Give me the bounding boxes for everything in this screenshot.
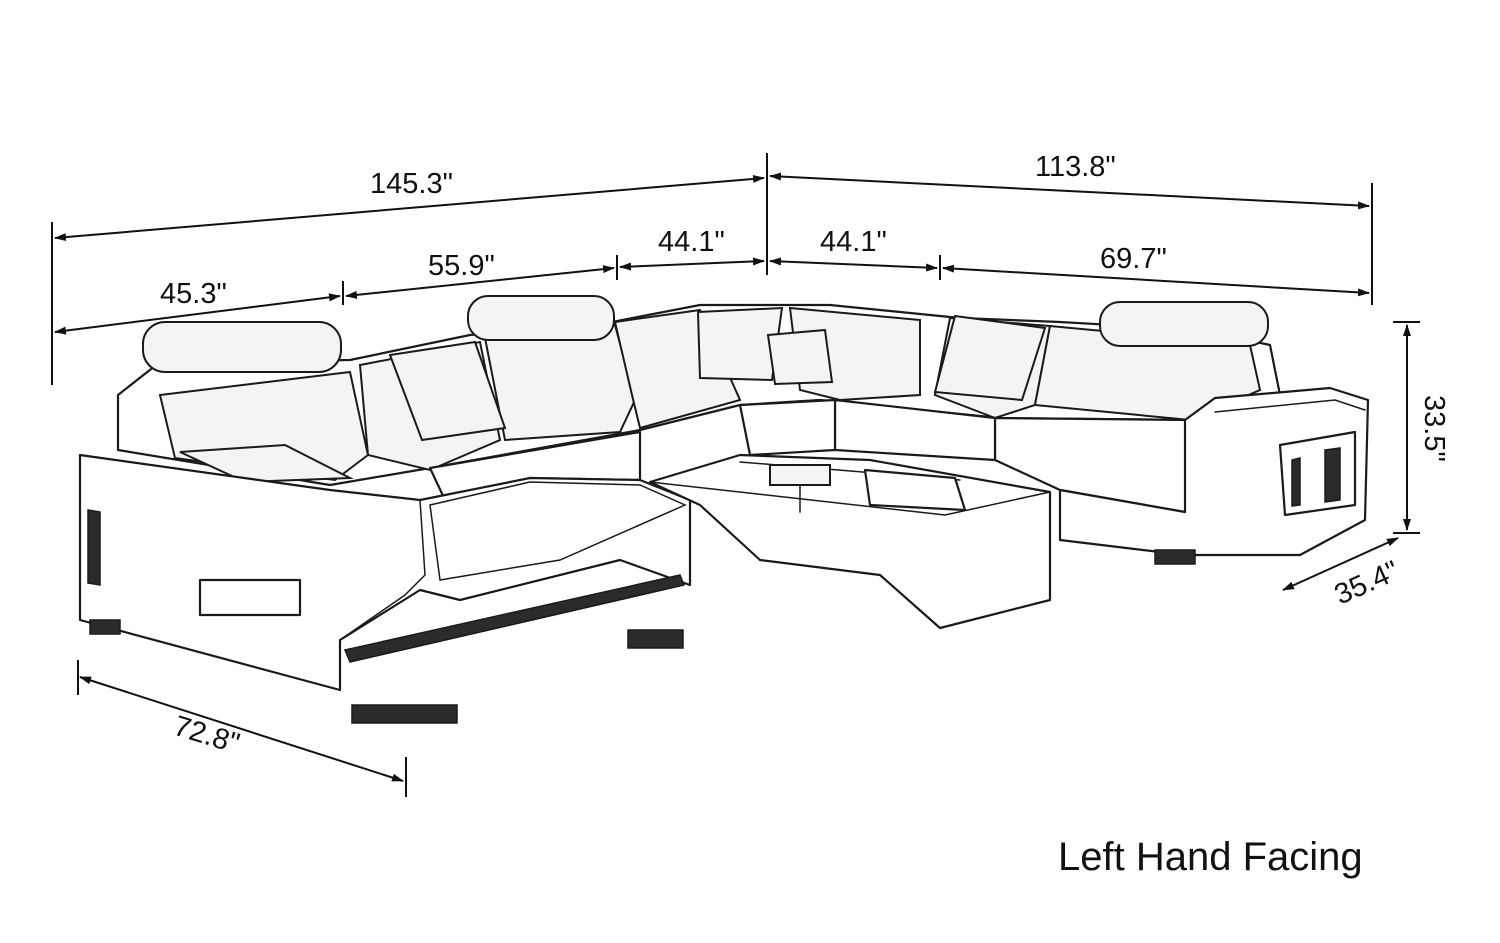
label-seg-right: 69.7": [1100, 243, 1167, 275]
label-overall-left: 145.3": [370, 168, 453, 200]
dim-arrow-chaise-length: [79, 676, 404, 782]
caption-left-hand-facing: Left Hand Facing: [1058, 835, 1363, 879]
coffee-table: [648, 453, 1052, 630]
right-end-shelf-item: [1291, 457, 1301, 507]
dim-arrow-seg-chaise: [54, 293, 341, 335]
chaise-foot-3: [89, 619, 121, 635]
chaise-cushion-line: [429, 481, 687, 581]
pillow-3: [766, 328, 834, 386]
headrest-3: [1099, 301, 1269, 347]
label-seg-chaise: 45.3": [160, 278, 227, 310]
label-overall-right: 113.8": [1035, 151, 1116, 183]
chaise-side-slot: [87, 509, 101, 586]
chaise-foot-2: [627, 629, 684, 649]
label-seg-corner-left: 44.1": [658, 226, 725, 258]
dim-arrow-overall-right: [769, 172, 1370, 210]
label-chaise-length: 72.8": [170, 710, 243, 760]
headrest-1: [142, 321, 342, 373]
back-cushion-mid: [483, 323, 637, 442]
dim-arrow-overall-left: [54, 174, 765, 242]
magazine-stack: [198, 578, 302, 617]
coffee-table-magazines: [769, 464, 831, 486]
pillow-2: [696, 306, 784, 382]
pillow-1: [388, 340, 507, 442]
headrest-2: [467, 295, 615, 341]
right-end-shelf-item-2: [1324, 447, 1341, 503]
label-height: 33.5": [1418, 395, 1450, 462]
label-seg-corner-right: 44.1": [820, 226, 887, 258]
chaise-arm-line: [329, 489, 426, 641]
sofa-illustration: [78, 295, 1370, 724]
seat-corner: [738, 398, 837, 457]
dim-arrow-seg-left: [345, 265, 615, 299]
coffee-table-tray: [863, 468, 967, 512]
dim-arrow-seg-right: [942, 264, 1370, 297]
pillow-4: [933, 314, 1047, 402]
chaise-led-strip: [343, 574, 686, 663]
dimension-labels: 145.3" 113.8" 45.3" 55.9" 44.1" 44.1" 69…: [160, 151, 1450, 760]
dim-arrow-seg-corner-right: [769, 257, 938, 272]
label-seg-left: 55.9": [428, 250, 495, 282]
right-end-top: [1214, 399, 1366, 413]
chaise: [78, 453, 692, 692]
chaise-foot-1: [351, 704, 458, 724]
pillow-5: [179, 443, 354, 484]
dim-arrow-depth: [1282, 537, 1399, 591]
dim-arrow-seg-corner-left: [619, 257, 765, 271]
dimension-lines: [51, 153, 1420, 797]
right-foot-1: [1154, 549, 1196, 565]
